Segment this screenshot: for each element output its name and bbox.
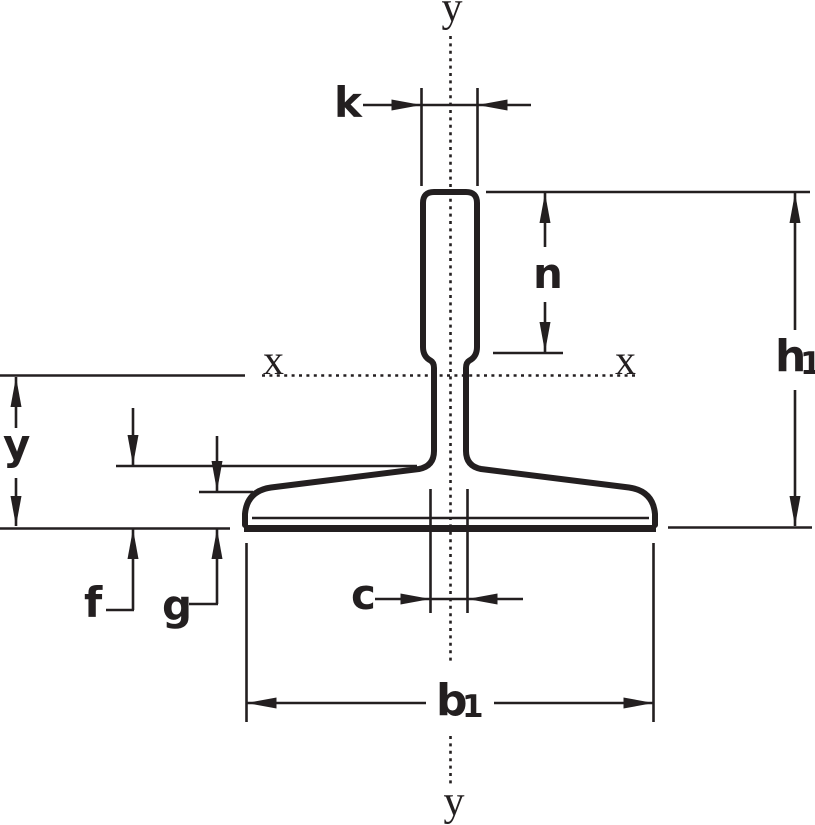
n-dimension-label: n (533, 249, 563, 298)
c-arrow-right-icon (467, 593, 498, 605)
g-dimension-label: g (162, 581, 192, 630)
c-dimension-label: c (351, 570, 376, 619)
rail-profile (242, 189, 658, 532)
f-arrow-down-icon (127, 435, 139, 465)
h1-arrow-down-icon (789, 496, 801, 526)
n-arrow-down-icon (539, 322, 551, 352)
b1-dimension-label: b (436, 675, 468, 726)
h1-arrow-up-icon (789, 193, 801, 223)
k-arrow-right-icon (477, 99, 508, 111)
b1-arrow-right-icon (623, 697, 654, 709)
reference-lines (0, 88, 812, 722)
dimension-lines (14, 103, 797, 705)
y-dimension-label: y (3, 420, 30, 469)
y-axis-label-top: y (442, 0, 463, 31)
g-arrow-up-icon (211, 529, 223, 559)
f-dimension-label: f (84, 578, 103, 627)
rail-profile-outline (242, 189, 658, 528)
labels: y y x x k n h 1 y f g c b 1 (3, 0, 815, 825)
y-arrow-up-icon (10, 377, 22, 407)
x-axis-label-left: x (263, 338, 284, 384)
y-arrow-down-icon (10, 496, 22, 526)
x-axis-label-right: x (615, 338, 636, 384)
k-arrow-left-icon (391, 99, 422, 111)
centerlines (262, 36, 635, 786)
k-dimension-label: k (334, 78, 363, 127)
b1-arrow-left-icon (246, 697, 277, 709)
h1-dimension-label: h (775, 331, 806, 382)
f-arrow-up-icon (127, 529, 139, 559)
y-axis-label-bottom: y (444, 779, 465, 825)
g-arrow-down-icon (211, 461, 223, 491)
arrowheads (10, 99, 801, 709)
b1-dimension-subscript: 1 (462, 689, 484, 725)
h1-dimension-subscript: 1 (800, 346, 815, 382)
c-arrow-left-icon (400, 593, 431, 605)
n-arrow-up-icon (539, 193, 551, 223)
